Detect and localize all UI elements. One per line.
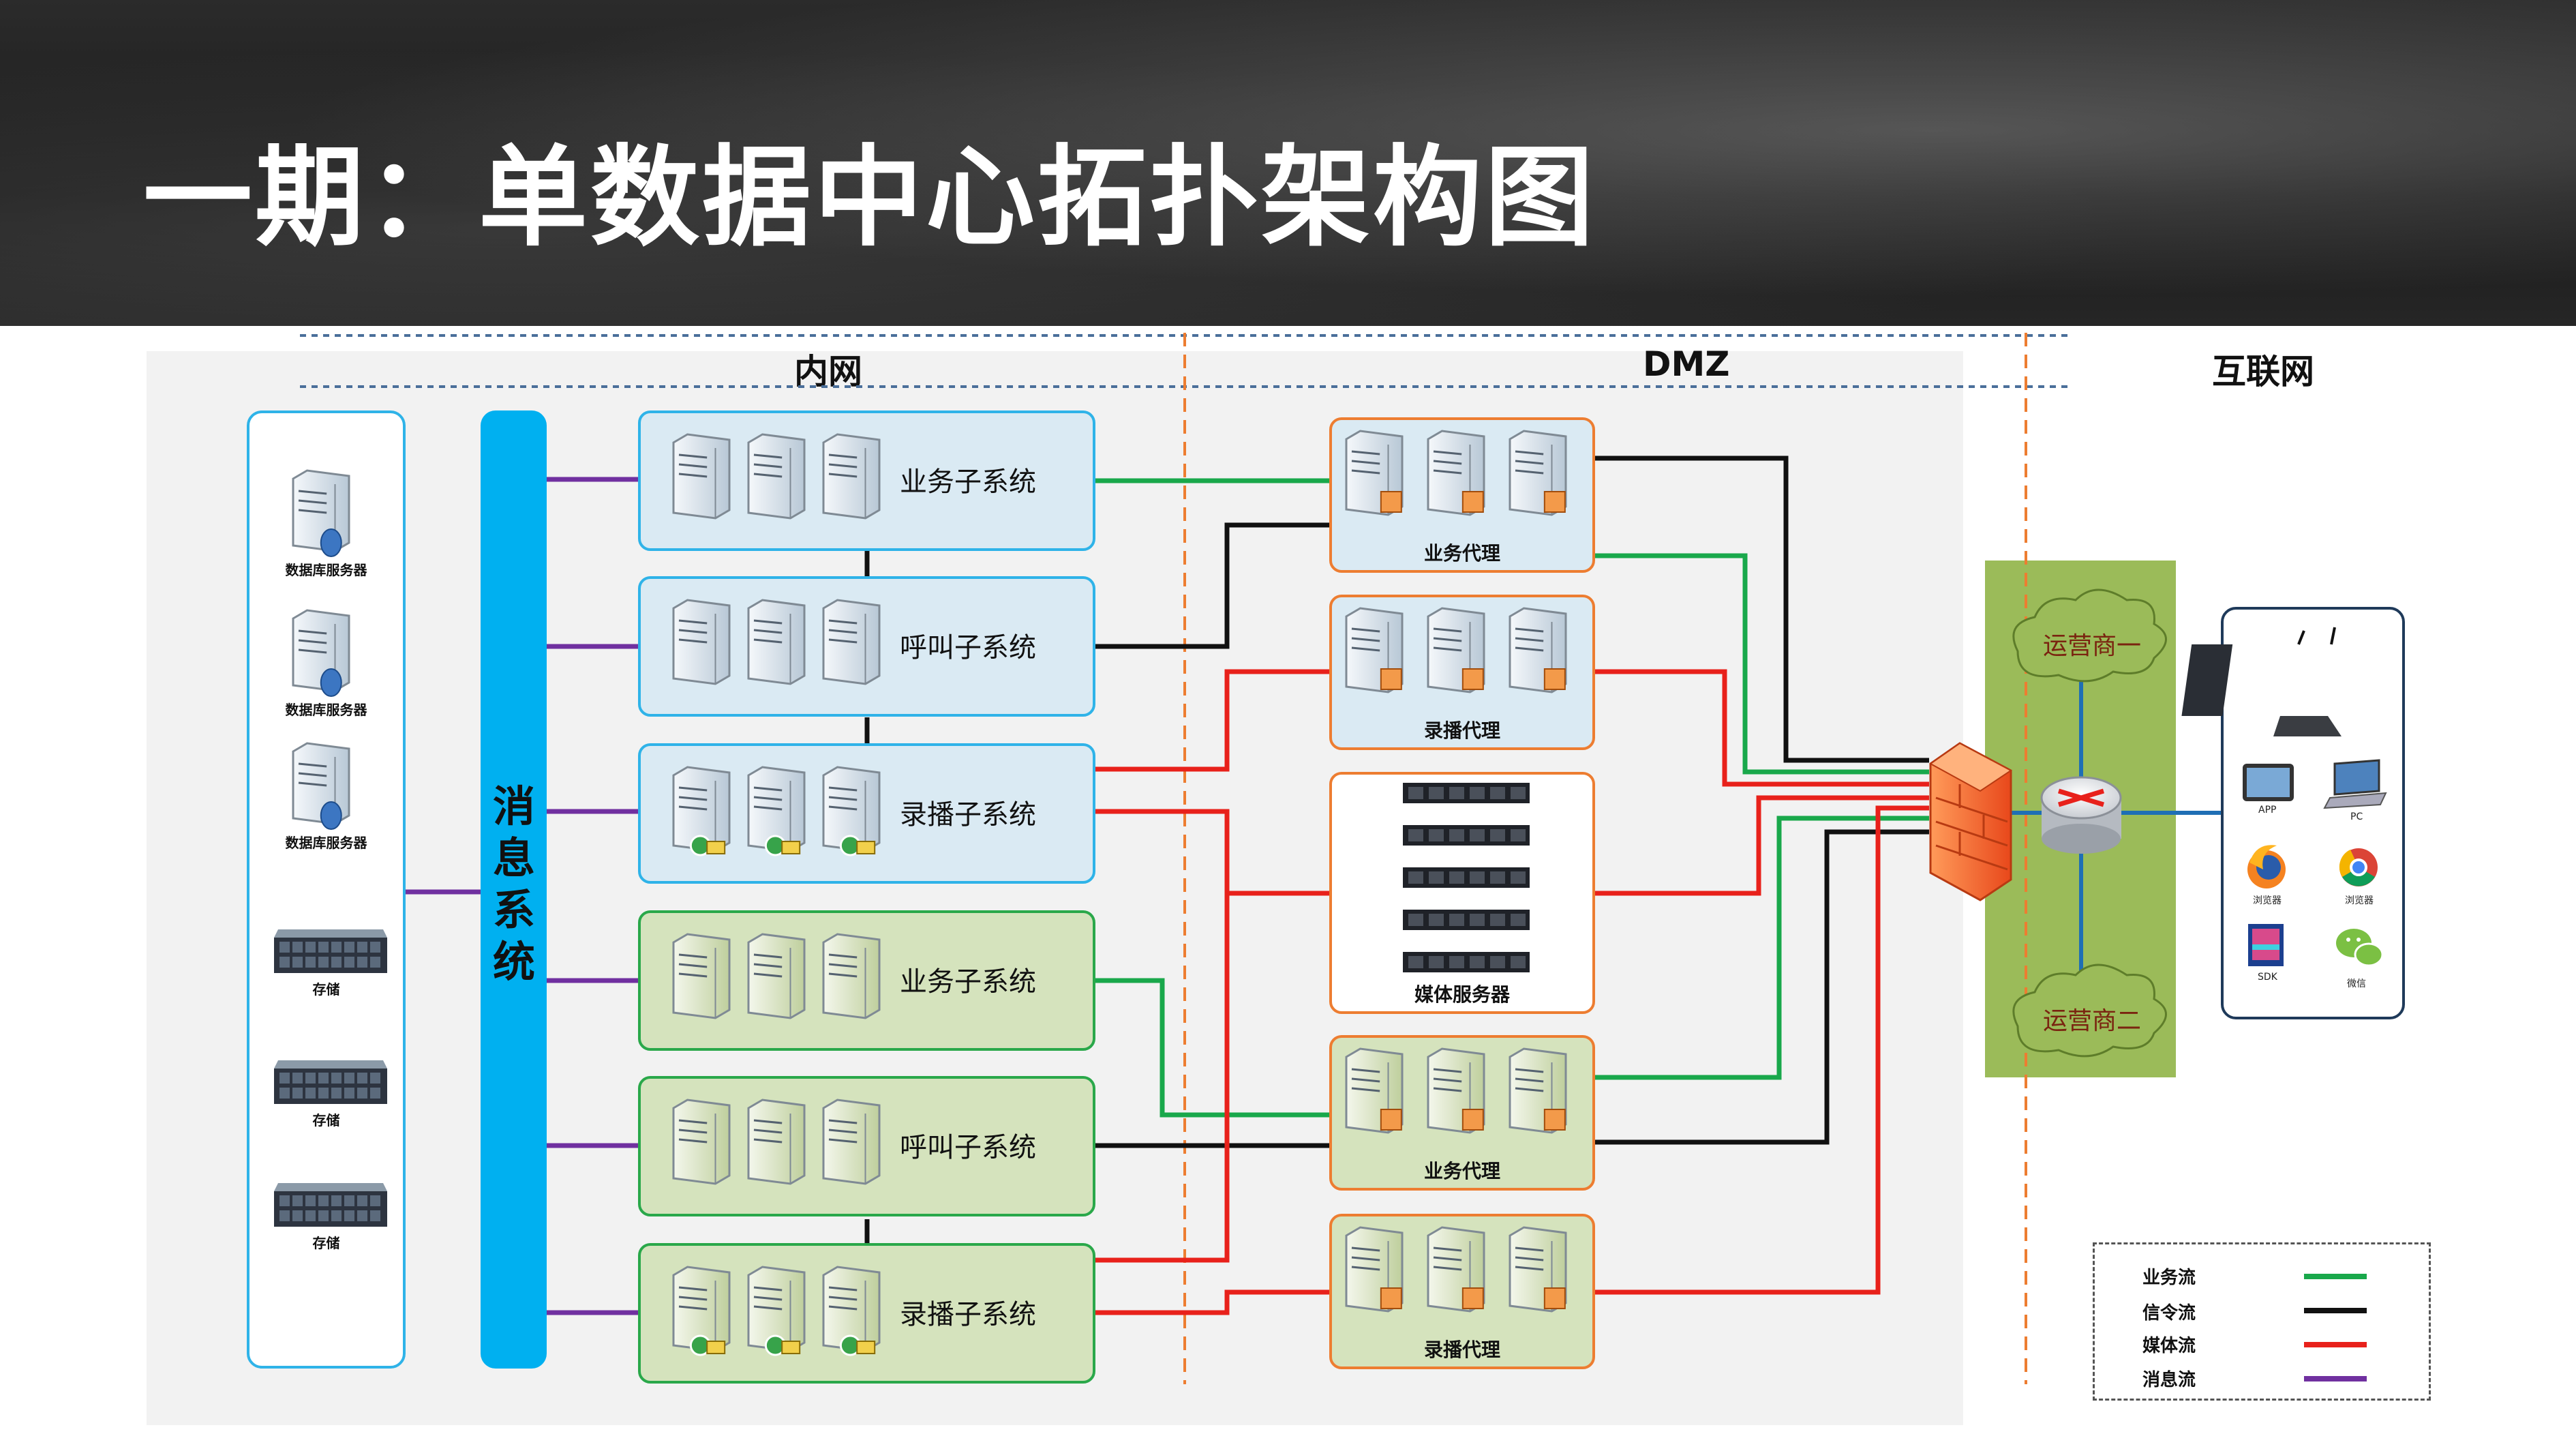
database-server-icon	[292, 469, 350, 557]
tablet-stand-icon	[2181, 627, 2342, 736]
proxy-server-icon	[1427, 1226, 1485, 1313]
legend-label-signaling: 信令流	[2142, 1303, 2196, 1324]
server-icon	[747, 766, 806, 856]
legend-label-business: 业务流	[2142, 1268, 2196, 1288]
rack-server-icon	[1403, 783, 1530, 803]
server-icon	[747, 933, 806, 1019]
proxy-server-icon	[1509, 1047, 1567, 1134]
proxy-server-icon	[1427, 430, 1485, 516]
client-label-browser-2: 浏览器	[2345, 895, 2374, 906]
server-icon	[672, 1266, 731, 1356]
storage-label: 存储	[312, 1235, 340, 1251]
server-icon	[822, 933, 881, 1019]
zone-label-internet: 互联网	[2212, 352, 2314, 391]
proxy-server-icon	[1345, 607, 1404, 693]
subsystem-label: 录播子系统	[900, 799, 1036, 831]
dmz-box-label: 业务代理	[1423, 1160, 1500, 1182]
firewall-icon	[1929, 742, 2012, 901]
server-icon	[822, 1099, 881, 1185]
sdk-device-icon	[2248, 924, 2284, 966]
carrier-cloud-1	[2012, 588, 2167, 683]
client-label-pc: PC	[2350, 811, 2363, 822]
server-icon	[672, 433, 731, 520]
subsystem-label: 呼叫子系统	[900, 1132, 1036, 1163]
header-banner: 一期：单数据中心拓扑架构图	[0, 0, 2576, 326]
database-server-label: 数据库服务器	[285, 562, 367, 578]
rack-server-icon	[1403, 910, 1530, 930]
storage-array-icon	[274, 1060, 387, 1104]
server-icon	[747, 433, 806, 520]
proxy-server-icon	[1509, 1226, 1567, 1313]
database-server-icon	[292, 742, 350, 830]
client-label-wechat: 微信	[2347, 979, 2366, 989]
router-icon	[2040, 776, 2122, 854]
storage-array-icon	[274, 929, 387, 973]
zone-label-intranet: 内网	[794, 352, 862, 391]
client-label-sdk: SDK	[2258, 972, 2277, 983]
subsystem-label: 业务子系统	[900, 966, 1036, 998]
media-server-racks	[1403, 783, 1530, 972]
legend-box	[2093, 1242, 2431, 1401]
dmz-box	[1329, 772, 1595, 1014]
server-icon	[672, 599, 731, 685]
server-icon	[747, 1266, 806, 1356]
business-flow-lines	[1095, 478, 1929, 1118]
proxy-server-icon	[1427, 607, 1485, 693]
legend-label-media: 媒体流	[2142, 1336, 2196, 1356]
message-system-label: 消息系统	[493, 781, 536, 987]
wechat-icon	[2336, 929, 2384, 967]
zone-label-dmz: DMZ	[1643, 344, 1730, 384]
carrier-cloud-2	[2012, 963, 2167, 1058]
dmz-box-label: 录播代理	[1423, 1339, 1500, 1361]
server-icon	[747, 1099, 806, 1185]
page-title: 一期：单数据中心拓扑架构图	[143, 134, 1597, 261]
message-flow-lines	[406, 477, 638, 1315]
server-icon	[672, 1099, 731, 1185]
storage-label: 存储	[312, 1112, 340, 1129]
carrier-label-1: 运营商一	[2043, 632, 2142, 660]
media-flow-lines	[1095, 669, 1929, 1315]
server-icon	[822, 599, 881, 685]
proxy-server-icon	[1345, 1226, 1404, 1313]
database-server-label: 数据库服务器	[285, 702, 367, 718]
proxy-server-icon	[1509, 607, 1567, 693]
legend-label-message: 消息流	[2142, 1370, 2196, 1390]
proxy-server-icon	[1345, 1047, 1404, 1134]
dmz-box-label: 业务代理	[1423, 542, 1500, 565]
server-icon	[747, 599, 806, 685]
subsystem-label: 呼叫子系统	[900, 632, 1036, 663]
firefox-browser-icon	[2247, 845, 2286, 888]
database-server-label: 数据库服务器	[285, 835, 367, 851]
dmz-box-label: 媒体服务器	[1414, 983, 1510, 1006]
server-icon	[822, 766, 881, 856]
storage-array-icon	[274, 1183, 387, 1227]
storage-label: 存储	[312, 981, 340, 998]
carrier-label-2: 运营商二	[2043, 1007, 2142, 1035]
message-system-bar	[481, 410, 547, 1369]
dmz-box-label: 录播代理	[1423, 719, 1500, 742]
subsystem-label: 业务子系统	[900, 466, 1036, 498]
app-device-icon	[2243, 764, 2294, 801]
client-label-app: APP	[2258, 805, 2277, 816]
rack-server-icon	[1403, 867, 1530, 888]
server-icon	[822, 1266, 881, 1356]
chrome-browser-icon	[2339, 848, 2378, 886]
carrier-links	[2010, 675, 2221, 985]
server-icon	[822, 433, 881, 520]
client-label-browser-1: 浏览器	[2253, 895, 2282, 906]
proxy-server-icon	[1509, 430, 1567, 516]
server-icon	[672, 766, 731, 856]
server-icon	[672, 933, 731, 1019]
pc-laptop-icon	[2323, 759, 2387, 809]
subsystem-label: 录播子系统	[900, 1299, 1036, 1330]
proxy-server-icon	[1345, 430, 1404, 516]
rack-server-icon	[1403, 952, 1530, 972]
database-server-icon	[292, 609, 350, 697]
proxy-server-icon	[1427, 1047, 1485, 1134]
rack-server-icon	[1403, 825, 1530, 846]
